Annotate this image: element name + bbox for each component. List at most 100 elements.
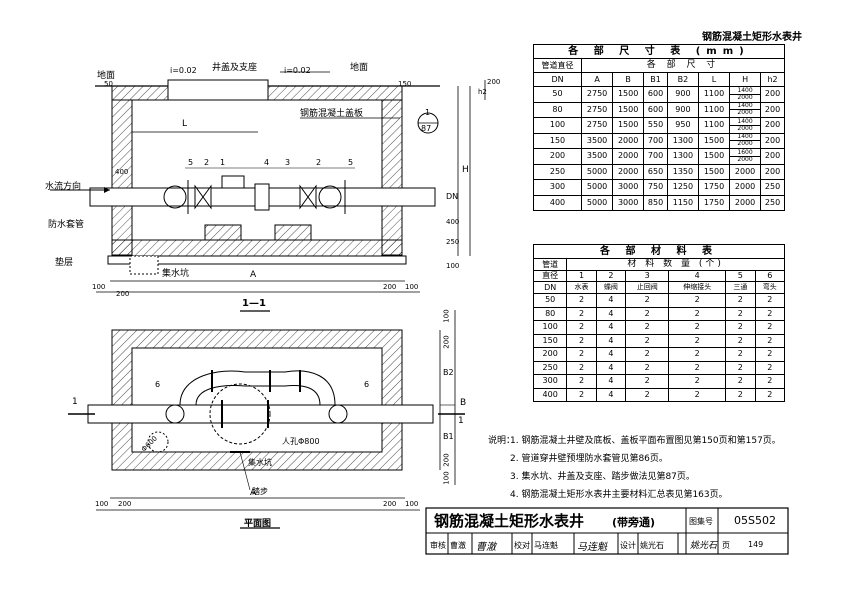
- note-3: 3. 集水坑、井盖及支座、踏步做法见第87页。: [510, 472, 695, 482]
- slab-label: 钢筋混凝土盖板: [300, 109, 364, 119]
- material-cell: 2: [566, 293, 597, 308]
- material-cell: 2: [625, 374, 670, 389]
- material-cell: 2: [725, 333, 756, 348]
- marker-4: 4: [264, 158, 270, 167]
- check-label: 校对: [514, 541, 530, 550]
- corner-title: 钢筋混凝土矩形水表井: [702, 32, 802, 43]
- page-no: 149: [748, 540, 764, 549]
- material-cell: 4: [595, 360, 627, 375]
- material-cell: 80: [532, 306, 568, 321]
- material-cell: 2: [754, 360, 786, 375]
- marker-5a: 5: [188, 158, 194, 167]
- stacked-part: 2000: [737, 155, 753, 163]
- stacked-part: 2000: [737, 93, 753, 101]
- material-cell: 300: [532, 374, 568, 389]
- section-view: [50, 71, 486, 312]
- material-cell: 2: [754, 306, 786, 321]
- material-cell: 2: [625, 360, 670, 375]
- plan-title: 平面图: [244, 519, 272, 529]
- notes-label: 说明：: [488, 436, 516, 446]
- material-cell: 4: [595, 374, 627, 389]
- stacked-part: 2000: [737, 109, 753, 117]
- design-name: 姚光石: [640, 541, 664, 550]
- page-label: 页: [722, 541, 730, 550]
- marker-5b: 5: [348, 158, 354, 167]
- material-cell: 2: [625, 347, 670, 362]
- material-cell: 2: [566, 347, 597, 362]
- plan-dim-200-l: 200: [118, 500, 132, 508]
- material-cell: 4: [595, 347, 627, 362]
- material-cell: 2: [625, 293, 670, 308]
- dimension-header-7: h2: [760, 72, 785, 87]
- plan-view: [68, 310, 465, 529]
- marker-2a: 2: [204, 158, 210, 167]
- dim-150: 150: [398, 80, 412, 88]
- cut-mark-right: 1: [458, 416, 464, 426]
- stacked-part: 1400: [730, 118, 761, 126]
- material-cell: 2: [668, 293, 727, 308]
- plan-dim-B1: B1: [443, 432, 454, 441]
- material-cell: 2: [754, 347, 786, 362]
- check-sign: 马连魁: [577, 542, 607, 553]
- material-cell: 400: [532, 387, 568, 402]
- detail-ref-bottom: 87: [421, 124, 432, 133]
- design-sign: 姚光石: [690, 541, 718, 551]
- dimension-cell: 3000: [612, 194, 645, 211]
- material-cell: 2: [668, 360, 727, 375]
- material-cell: 2: [725, 360, 756, 375]
- material-cell: 2: [625, 306, 670, 321]
- plan-dim-200-r: 200: [383, 500, 397, 508]
- material-cell: 2: [754, 333, 786, 348]
- dimension-header-6: H: [729, 72, 762, 87]
- dim-DN: DN: [446, 192, 459, 201]
- dim-400-pipe: 400: [115, 168, 129, 176]
- dim-L: L: [182, 119, 188, 129]
- plan-dim-A: A: [250, 488, 257, 498]
- plan-marker-6b: 6: [364, 380, 370, 389]
- review-name: 曹澈: [450, 541, 466, 550]
- stacked-part: 2000: [737, 140, 753, 148]
- dimension-cell: 850: [643, 194, 668, 211]
- material-cell: 2: [625, 333, 670, 348]
- ground-label-left: 地面: [97, 71, 116, 81]
- review-label: 审核: [430, 541, 446, 550]
- material-cell: 50: [532, 293, 568, 308]
- dim-200-h2: 200: [487, 78, 501, 86]
- marker-1: 1: [220, 158, 226, 167]
- sleeve-label: 防水套管: [48, 220, 85, 230]
- plan-hole-label: 人孔Φ800: [282, 437, 320, 446]
- stacked-part: 2000: [737, 124, 753, 132]
- dim-100-v: 100: [446, 262, 460, 270]
- dim-250: 250: [446, 238, 460, 246]
- material-cell: 2: [725, 374, 756, 389]
- dimension-cell: 1750: [697, 194, 731, 211]
- dimension-cell: 250: [760, 194, 785, 211]
- dim-h2: h2: [478, 88, 487, 96]
- material-cell: 2: [668, 387, 727, 402]
- material-name-5: 弯头: [754, 281, 786, 294]
- material-cell: 2: [754, 320, 786, 335]
- plan-dim-100-r: 100: [405, 500, 419, 508]
- material-cell: 2: [625, 387, 670, 402]
- marker-3: 3: [285, 158, 291, 167]
- material-dn: DN: [532, 281, 568, 294]
